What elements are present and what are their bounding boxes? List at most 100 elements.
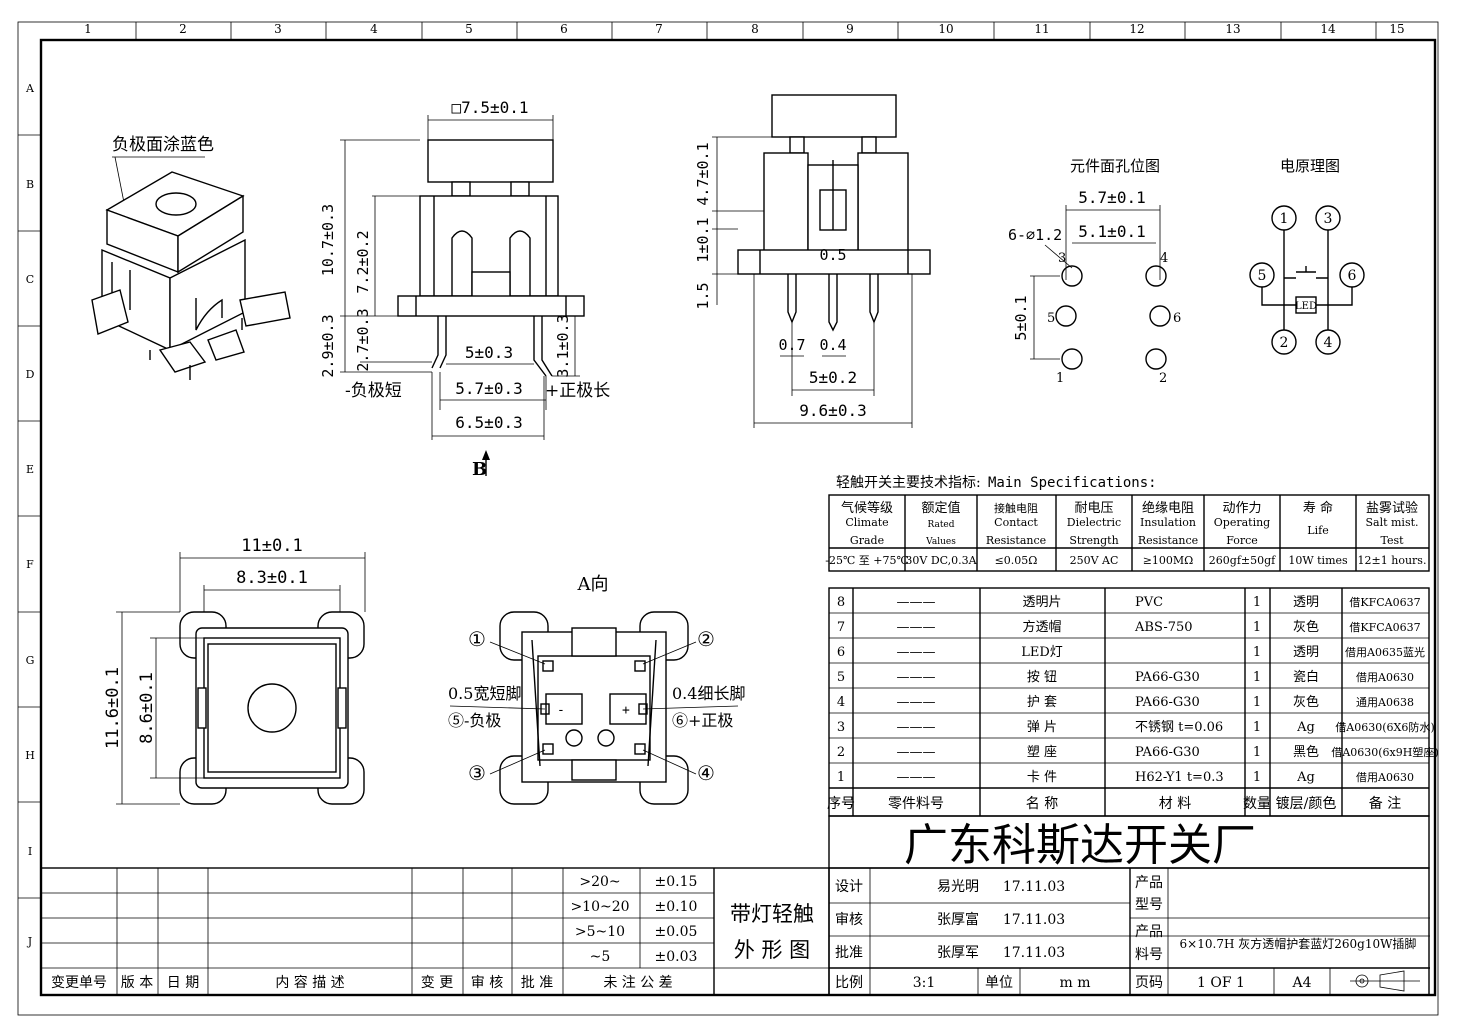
bom-cell: ——— (897, 695, 936, 710)
spec-header: Life (1307, 524, 1328, 537)
bom-cell: 1 (1253, 645, 1261, 660)
row-label: H (25, 749, 35, 762)
pcb-h: 5±0.1 (1012, 295, 1030, 340)
bom-cell: PA66-G30 (1135, 745, 1200, 760)
side-view-b: B (472, 459, 487, 480)
pcb-pin: 6 (1173, 311, 1181, 326)
side-h-mid: 7.2±0.2 (354, 230, 372, 293)
spec-header: Dielectric (1067, 516, 1121, 529)
col-label: 6 (560, 22, 568, 36)
top-h2: 8.6±0.1 (137, 672, 157, 744)
spec-value: -25℃ 至 +75℃ (825, 554, 909, 567)
projection-symbol-icon (1350, 970, 1420, 992)
bom-cell: Ag (1296, 720, 1315, 735)
pcb-w1: 5.7±0.1 (1078, 188, 1145, 207)
approve-label: 批准 (835, 945, 863, 961)
bom-cell: 灰色 (1293, 694, 1319, 710)
col-label: 8 (751, 22, 759, 36)
bom-cell: 3 (837, 720, 845, 735)
spec-header: Resistance (986, 534, 1046, 547)
side-h-total: 10.7±0.3 (319, 204, 337, 276)
page: 1 OF 1 (1197, 975, 1245, 991)
spec-title-en: Main Specifications: (988, 475, 1157, 491)
bom-cell: PVC (1135, 595, 1163, 610)
bom-cell: 借用A0630 (1356, 671, 1414, 684)
bom-header: 镀层/颜色 (1276, 795, 1337, 812)
bom-cell: 黑色 (1293, 744, 1319, 760)
col-label: 3 (274, 22, 282, 36)
bom-cell: PA66-G30 (1135, 670, 1200, 685)
schematic-node: 2 (1280, 335, 1289, 351)
product-code: 6×10.7H 灰方透帽护套蓝灯260g10W插脚 (1180, 936, 1417, 951)
tol-value: ±0.05 (655, 924, 698, 940)
spec-header: 气候等级 (841, 500, 893, 516)
bom-cell: 不锈钢 t=0.06 (1135, 720, 1223, 735)
tol-range: >10~20 (570, 899, 629, 915)
bom-header: 序号 (827, 796, 855, 812)
bom-cell: 借用A0630 (1356, 771, 1414, 784)
schematic-node: 5 (1258, 268, 1267, 284)
spec-value: ≤0.05Ω (995, 554, 1038, 567)
bom-cell: ——— (897, 745, 936, 760)
bom-cell: 透明 (1293, 595, 1319, 610)
bom-cell: 借A0630(6x9H塑座) (1331, 745, 1438, 759)
schematic-led: LED (1295, 301, 1317, 312)
tol-range: >20~ (579, 874, 620, 890)
bom-cell: 1 (1253, 595, 1261, 610)
unit-label: 单位 (985, 975, 1013, 991)
spec-table: 轻触开关主要技术指标: Main Specifications: 气候等级 Cl… (825, 475, 1430, 572)
design-name: 易光明 (937, 879, 979, 895)
bottom-c2: ② (697, 627, 715, 651)
side-h-bot: 2.9±0.3 (319, 314, 337, 377)
bom-cell: 护 套 (1027, 694, 1057, 710)
bom-cell: 借用A0635蓝光 (1345, 645, 1425, 659)
bom-cell: 塑 座 (1027, 745, 1057, 760)
side-view: □7.5±0.1 10.7±0.3 7.2±0.2 2.9±0.3 (319, 98, 610, 480)
bom-cell: 借A0630(6X6防水) (1335, 720, 1434, 734)
bom-cell: 1 (1253, 745, 1261, 760)
side-h-bot2: 2.7±0.3 (354, 308, 372, 371)
side-pos: +正极长 (545, 381, 610, 401)
top-w1: 11±0.1 (241, 536, 302, 556)
spec-header: Operating (1214, 516, 1270, 529)
row-label: F (26, 558, 34, 571)
front-pin-center: 0.5 (819, 246, 846, 264)
row-ticks (18, 134, 41, 899)
side-w1: 5±0.3 (465, 343, 513, 362)
design-date: 17.11.03 (1003, 879, 1065, 895)
pcb-pin: 4 (1160, 251, 1168, 266)
bom-cell: 灰色 (1293, 619, 1319, 635)
bom-header: 备 注 (1369, 795, 1401, 812)
check-label: 审核 (835, 912, 863, 928)
bom-cell: ——— (897, 770, 936, 785)
bom-cell: 8 (837, 595, 845, 610)
front-h1: 4.7±0.1 (694, 142, 712, 205)
pcb-title: 元件面孔位图 (1070, 157, 1160, 175)
rev-header: 内 容 描 述 (275, 974, 344, 991)
spec-header: Insulation (1140, 516, 1196, 529)
bottom-left2: ⑤-负极 (448, 711, 501, 730)
pcb-holes: 6-⌀1.2 (1008, 226, 1062, 244)
bom-cell: 借KFCA0637 (1349, 621, 1420, 634)
spec-header: Contact (994, 516, 1038, 529)
approve-name: 张厚军 (937, 945, 979, 961)
product-model-label: 产品 (1135, 875, 1163, 891)
schematic-node: 3 (1324, 211, 1333, 227)
rev-header: 批 准 (521, 975, 553, 991)
col-label: 4 (370, 22, 378, 36)
front-w1: 5±0.2 (809, 368, 857, 387)
schematic-node: 4 (1324, 335, 1333, 351)
bom-cell: 瓷白 (1293, 669, 1319, 685)
product-code-label: 产品 (1135, 924, 1163, 940)
bottom-right2: ⑥+正极 (672, 711, 733, 730)
bottom-c3: ③ (468, 761, 486, 785)
rev-header: 变更单号 (51, 975, 107, 991)
col-label: 7 (655, 22, 663, 36)
schematic-node: 6 (1348, 268, 1357, 284)
spec-value: ≥100MΩ (1143, 554, 1194, 567)
row-label: D (26, 368, 35, 381)
product-code-label: 料号 (1135, 947, 1163, 963)
pcb-pin: 1 (1056, 371, 1064, 386)
pcb-pin: 5 (1047, 311, 1055, 326)
bom-cell: ——— (897, 595, 936, 610)
